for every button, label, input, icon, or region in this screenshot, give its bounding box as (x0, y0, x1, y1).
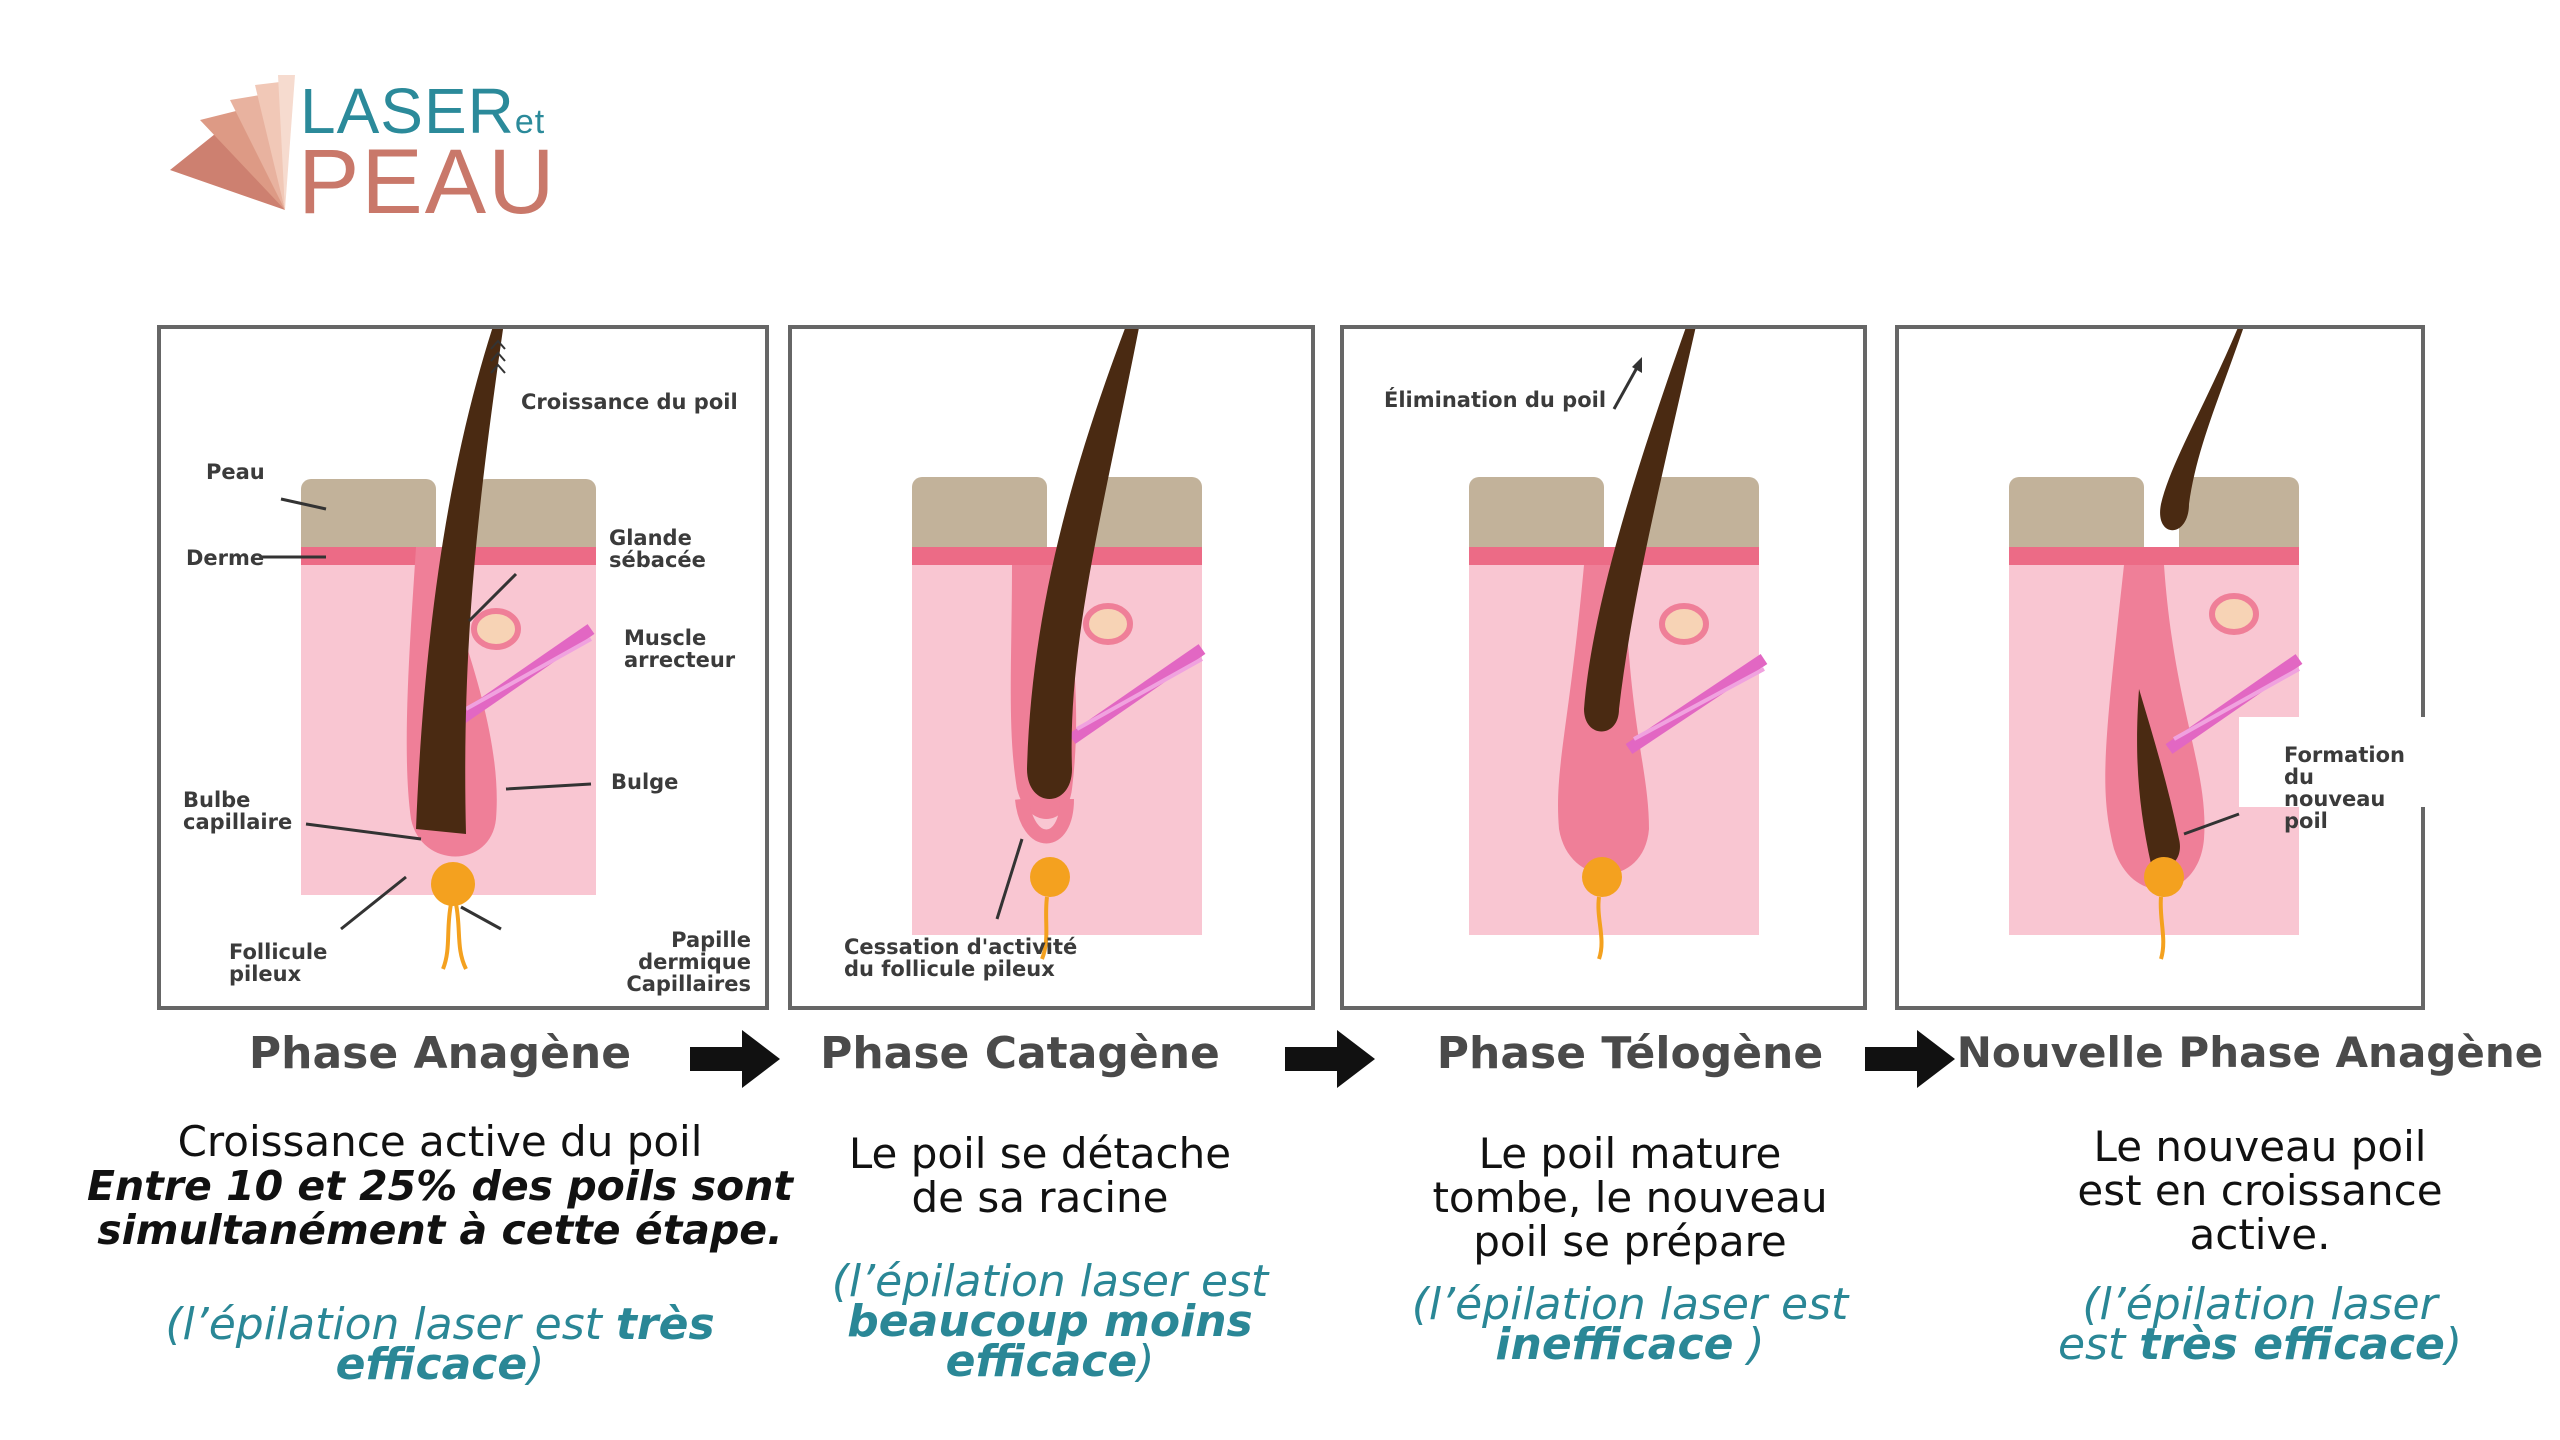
catagen-illustration (912, 329, 1206, 960)
phase-title-anagen: Phase Anagène (248, 1028, 632, 1079)
arrow-right-icon (1285, 1030, 1375, 1088)
logo-word-peau: PEAU (298, 131, 557, 233)
desc-anagen: Croissance active du poil Entre 10 et 25… (86, 1117, 793, 1254)
phase-title-new-anagen: Nouvelle Phase Anagène (1956, 1028, 2544, 1077)
telogen-illustration (1469, 329, 1768, 960)
phase-title-telogen: Phase Télogène (1436, 1028, 1824, 1079)
arrow-right-icon (1865, 1030, 1955, 1088)
panel-telogen: Élimination du poil (1340, 325, 1867, 1010)
label-bulge: Bulge (611, 770, 679, 794)
arrow-right-icon (690, 1030, 780, 1088)
formation-label-box (2239, 717, 2429, 807)
logo-word-laser: LASERet (300, 75, 546, 147)
label-derme: Derme (186, 546, 265, 570)
label-elimination: Élimination du poil (1384, 388, 1607, 412)
efficacy-new-anagen: (l’épilation laser est très efficace) (2057, 1279, 2463, 1370)
logo: LASERet PEAU (160, 60, 555, 233)
anagen-illustration (261, 329, 596, 970)
label-croissance: Croissance du poil (521, 390, 738, 414)
new-anagen-illustration (2009, 329, 2303, 960)
efficacy-anagen: (l’épilation laser est très efficace) (165, 1299, 715, 1390)
efficacy-catagen: (l’épilation laser est beaucoup moins ef… (831, 1256, 1269, 1387)
label-peau: Peau (206, 460, 265, 484)
phase-title-catagen: Phase Catagène (820, 1028, 1220, 1079)
logo-fan-icon (170, 75, 295, 210)
efficacy-telogen: (l’épilation laser est inefficace ) (1411, 1279, 1849, 1370)
